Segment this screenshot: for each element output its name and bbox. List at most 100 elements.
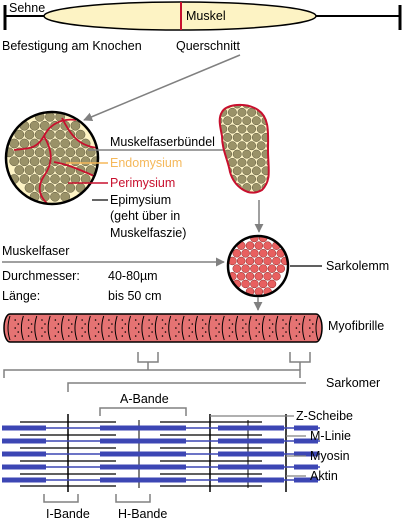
muscle-fiber-dot (50, 138, 60, 149)
bundle-fiber-dot (219, 104, 223, 109)
myofibril-speck (14, 335, 16, 337)
muscle-fiber-dot (55, 129, 65, 140)
myofibril-speck (231, 331, 234, 333)
myofibril-speck (70, 331, 73, 333)
label-epimysium-note1: (geht über in (110, 209, 180, 223)
myofibril-speck (231, 323, 234, 325)
myofibril-speck (298, 323, 301, 325)
z-disc-curve (141, 315, 145, 341)
label-aktin: Aktin (310, 469, 338, 483)
muscle-fiber-dot (65, 147, 76, 158)
muscle-fiber-dot (9, 138, 20, 149)
bundle-fiber-dot (242, 116, 252, 126)
myofibril-speck (81, 319, 83, 321)
myofibril-dot (258, 279, 268, 289)
myofibril-speck (121, 335, 124, 337)
z-disc-curve (74, 315, 78, 341)
label-querschnitt: Querschnitt (176, 39, 240, 53)
muscle-fiber-dot (34, 165, 45, 175)
myofibril-speck (111, 323, 113, 325)
myofibril-speck (121, 319, 124, 321)
myofibril-speck (137, 331, 140, 333)
myofibril-speck (242, 319, 244, 321)
muscle-fiber-dot (14, 165, 25, 175)
myofibril-speck (94, 319, 97, 321)
myofibril-speck (215, 327, 217, 329)
value-laenge: bis 50 cm (108, 289, 162, 303)
myofibril-speck (27, 327, 30, 329)
z-disc-curve (168, 315, 172, 341)
z-disc-curve (248, 315, 252, 341)
bundle-fiber-dot (256, 124, 266, 134)
myofibril-dot (272, 256, 281, 266)
myofibril-speck (228, 319, 231, 321)
bundle-fiber-dot (237, 107, 247, 117)
myofibril-speck (41, 335, 43, 337)
label-sarkomer: Sarkomer (326, 376, 380, 390)
label-epimysium: Epimysium (110, 193, 171, 207)
bundle-fiber-dot (251, 132, 261, 142)
myofibril-dot (267, 279, 277, 289)
label-i-bande: I-Bande (46, 507, 90, 521)
z-disc-curve (20, 315, 24, 341)
myofibril-speck (148, 327, 150, 329)
myofibril-speck (201, 319, 204, 321)
myofibril-speck (30, 323, 33, 325)
z-disc-curve (288, 315, 292, 341)
bundle-fiber-dot (219, 116, 223, 126)
bundle-fiber-dot (256, 191, 266, 193)
myofibril-speck (134, 335, 137, 337)
myofibril-dot (254, 272, 264, 281)
myofibril-speck (218, 331, 220, 333)
myofibril-dot (245, 256, 255, 266)
myofibril-speck (161, 327, 164, 329)
myofibril-speck (204, 323, 207, 325)
myofibril-dot (258, 249, 268, 258)
label-myofibrille: Myofibrille (328, 319, 384, 333)
muscle-fiber-dot (80, 174, 91, 184)
bundle-fiber-dot (232, 116, 242, 126)
bracket-i-bande (43, 494, 79, 503)
muscle-fiber-dot (60, 174, 71, 184)
myofibril-speck (137, 323, 140, 325)
myofibril-dot (263, 256, 272, 266)
bundle-fiber-dot (261, 104, 269, 109)
myofibril-speck (94, 335, 97, 337)
epimysium-outline (4, 110, 100, 206)
myofibril-speck (108, 335, 110, 337)
muscle-fiber-dot (75, 129, 86, 140)
label-endomysium: Endomysium (110, 156, 182, 170)
z-disc-curve (261, 315, 265, 341)
label-laenge: Länge: (2, 289, 40, 303)
myofibril-speck (94, 327, 97, 329)
bundle-fiber-dot (247, 141, 257, 151)
myofibril-speck (175, 327, 177, 329)
perimysium-lines (13, 117, 98, 204)
myofibril-speck (57, 331, 60, 333)
myofibril-speck (81, 327, 83, 329)
myofibril-speck (27, 319, 30, 321)
muscle-fiber-dot (24, 129, 35, 140)
muscle-fiber-dot (9, 156, 20, 167)
label-m-linie: M-Linie (310, 429, 351, 443)
myofibril-speck (108, 327, 110, 329)
muscle-cross-section (4, 110, 100, 206)
myofibril-speck (268, 327, 271, 329)
myofibril-dot (258, 264, 268, 273)
myofibril-speck (161, 319, 164, 321)
myofibril-speck (204, 331, 207, 333)
myofibril-speck (134, 327, 137, 329)
z-disc-curve (7, 315, 11, 341)
bracket-sarkomer (67, 382, 306, 392)
muscle-fiber-dot (60, 138, 71, 149)
muscle-fiber-dot (19, 156, 30, 167)
myofibril-speck (309, 335, 311, 337)
muscle-fiber-dot (39, 156, 50, 167)
muscle-fiber-dot (80, 156, 91, 167)
myofibril-speck (218, 323, 220, 325)
bundle-fiber-dot (219, 149, 223, 159)
myofibril-dot (263, 241, 272, 250)
arrow-to-cross-section (83, 54, 241, 122)
myofibril-speck (285, 331, 287, 333)
myofibril-dot (250, 279, 259, 289)
